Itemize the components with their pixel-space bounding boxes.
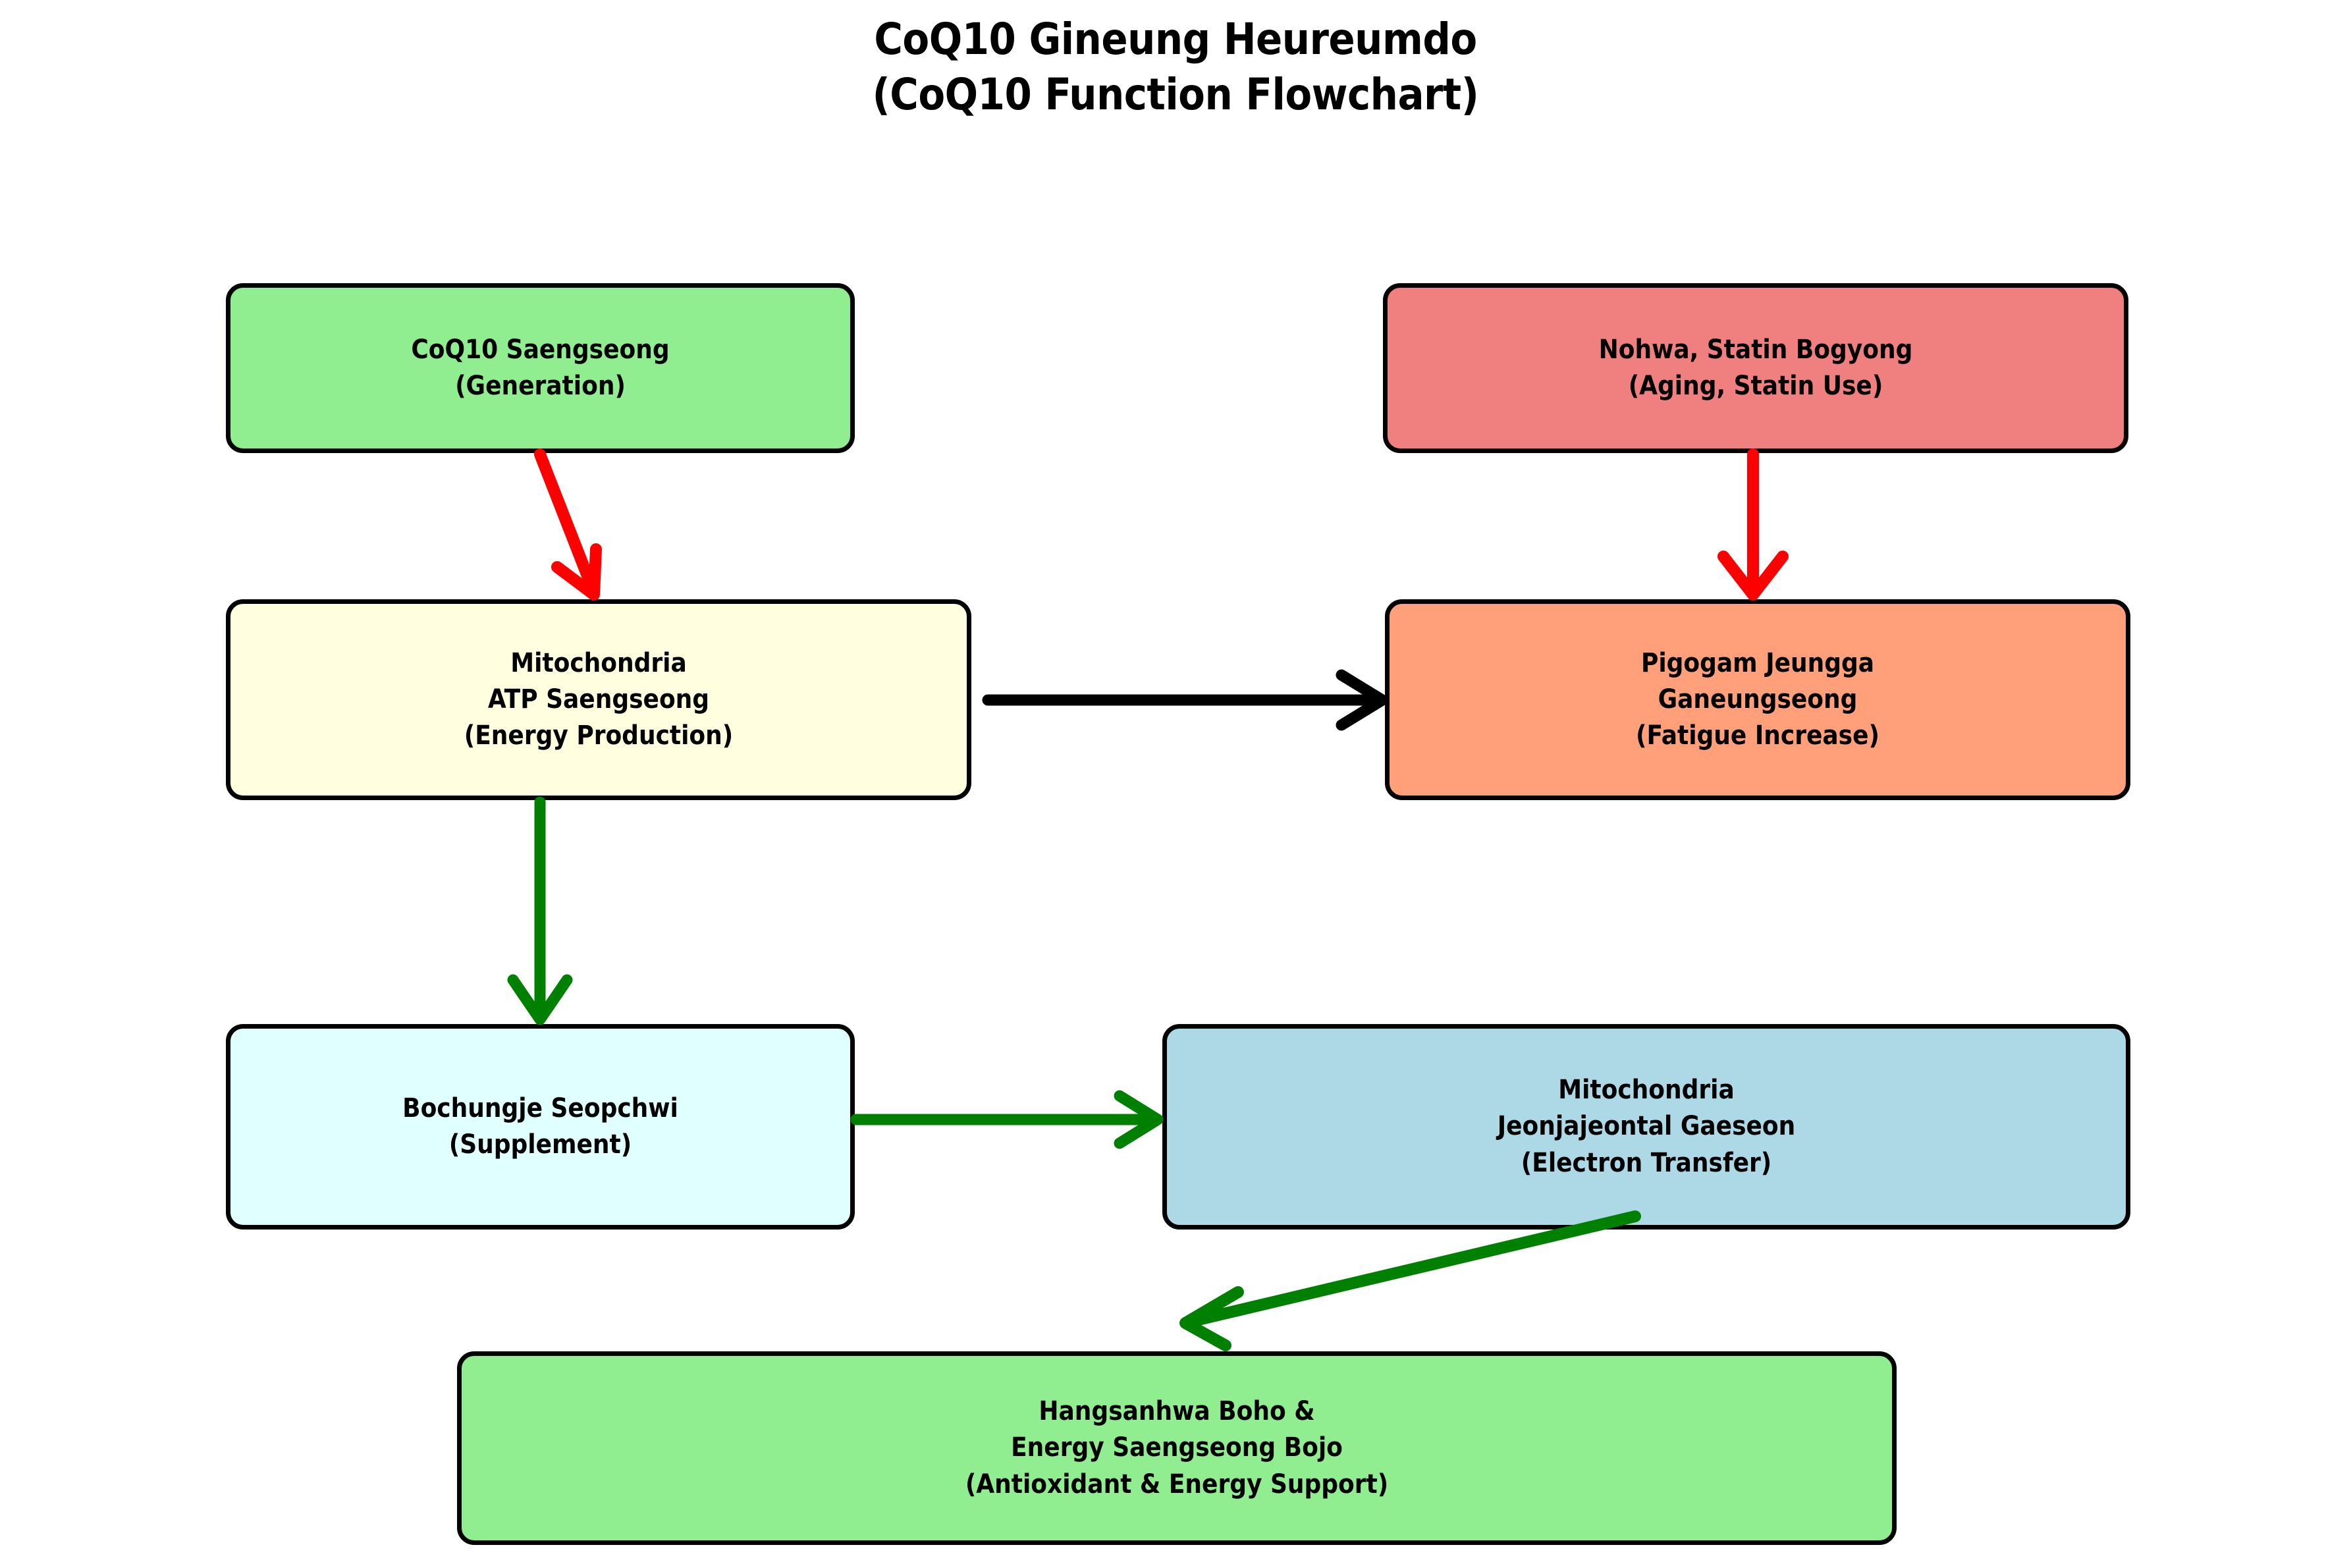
edge-mitochondria-atp-to-fatigue-increase <box>982 669 1388 731</box>
node-fatigue-increase-label: Pigogam Jeungga Ganeungseong (Fatigue In… <box>1636 647 1879 751</box>
node-mitochondria-atp[interactable]: Mitochondria ATP Saengseong (Energy Prod… <box>226 599 971 800</box>
edge-coq10-generation-to-mitochondria-atp <box>534 448 602 601</box>
node-supplement[interactable]: Bochungje Seopchwi (Supplement) <box>226 1024 855 1230</box>
edge-electron-transfer-to-antioxidant-energy <box>1179 1210 1641 1351</box>
page-title: CoQ10 Gineung Heureumdo (CoQ10 Function … <box>872 14 1479 121</box>
node-supplement-label: Bochungje Seopchwi (Supplement) <box>402 1093 678 1160</box>
node-coq10-generation[interactable]: CoQ10 Saengseong (Generation) <box>226 283 855 453</box>
edge-supplement-to-electron-transfer <box>850 1090 1164 1149</box>
node-antioxidant-energy[interactable]: Hangsanhwa Boho & Energy Saengseong Bojo… <box>457 1351 1897 1545</box>
node-electron-transfer-label: Mitochondria Jeonjajeontal Gaeseon (Elec… <box>1497 1075 1796 1178</box>
node-electron-transfer[interactable]: Mitochondria Jeonjajeontal Gaeseon (Elec… <box>1162 1024 2130 1230</box>
node-aging-statin[interactable]: Nohwa, Statin Bogyong (Aging, Statin Use… <box>1383 283 2128 453</box>
node-fatigue-increase[interactable]: Pigogam Jeungga Ganeungseong (Fatigue In… <box>1385 599 2130 800</box>
edge-mitochondria-atp-to-supplement <box>507 796 573 1025</box>
node-antioxidant-energy-label: Hangsanhwa Boho & Energy Saengseong Bojo… <box>965 1396 1389 1500</box>
node-mitochondria-atp-label: Mitochondria ATP Saengseong (Energy Prod… <box>464 647 734 751</box>
node-coq10-generation-label: CoQ10 Saengseong (Generation) <box>411 334 670 401</box>
node-aging-statin-label: Nohwa, Statin Bogyong (Aging, Statin Use… <box>1598 334 1913 401</box>
edge-aging-statin-to-fatigue-increase <box>1717 448 1789 601</box>
